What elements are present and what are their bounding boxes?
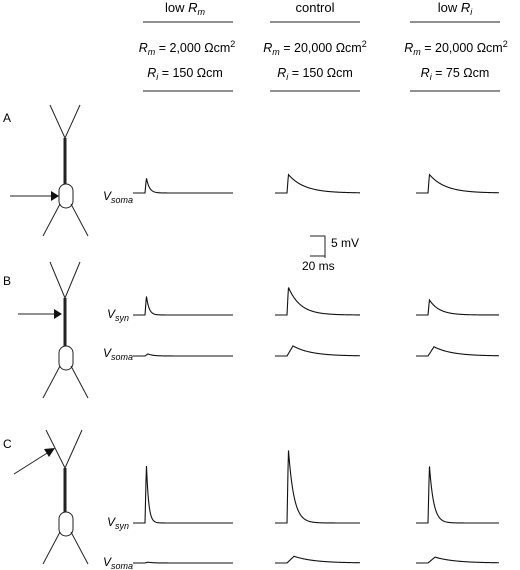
svg-text:control: control [295,0,334,15]
svg-text:Ri = 75 Ωcm: Ri = 75 Ωcm [421,66,490,82]
param-ri-col2: Ri = 150 Ωcm [277,66,353,82]
svg-text:Rm = 20,000 Ωcm2: Rm = 20,000 Ωcm2 [263,39,367,57]
header-rules [143,21,500,92]
scale-bar-time: 20 ms [302,259,335,273]
trace-a-soma-control [275,173,361,194]
param-rm-col2: Rm = 20,000 Ωcm2 [263,39,367,57]
trace-label-b-vsoma: Vsoma [103,346,133,362]
svg-text:Vsoma: Vsoma [103,555,133,570]
svg-text:Vsyn: Vsyn [107,515,129,531]
column-header-low-ri: low Ri [438,0,474,17]
panel-label-a: A [3,111,11,125]
trace-label-c-vsyn: Vsyn [107,515,129,531]
column-header-low-rm: low Rm [165,0,206,17]
trace-b-soma-low-ri [416,346,500,357]
trace-c-syn-low-rm [133,465,233,524]
neuron-diagram-a [10,104,89,237]
svg-text:Vsyn: Vsyn [107,307,129,323]
trace-a-soma-low-ri [416,173,500,194]
trace-c-syn-control [275,450,360,524]
param-ri-col1: Ri = 150 Ωcm [147,66,223,82]
svg-text:Rm = 2,000 Ωcm2: Rm = 2,000 Ωcm2 [139,39,236,57]
trace-label-a-vsoma: Vsoma [103,189,133,205]
synapse-marker-icon [44,448,55,457]
svg-text:low Rm: low Rm [165,0,206,17]
trace-b-soma-low-rm [133,353,233,357]
trace-b-syn-control [275,287,360,316]
voltage-traces [133,173,500,564]
param-rm-col3: Rm = 20,000 Ωcm2 [404,39,508,57]
svg-text:Rm = 20,000 Ωcm2: Rm = 20,000 Ωcm2 [404,39,508,57]
trace-c-soma-control [275,555,360,564]
scale-bar-voltage: 5 mV [331,236,359,250]
svg-text:Ri = 150 Ωcm: Ri = 150 Ωcm [147,66,223,82]
neuron-diagram-b [18,261,89,399]
column-header-control: control [295,0,334,15]
neuron-diagram-c [13,429,89,565]
param-ri-col3: Ri = 75 Ωcm [421,66,490,82]
svg-text:Vsoma: Vsoma [103,346,133,362]
synapse-marker-icon [54,309,62,319]
trace-b-syn-low-ri [416,298,500,316]
svg-text:low Ri: low Ri [438,0,474,17]
trace-b-soma-control [275,345,361,357]
trace-label-b-vsyn: Vsyn [107,307,129,323]
trace-label-c-vsoma: Vsoma [103,555,133,570]
param-rm-col1: Rm = 2,000 Ωcm2 [139,39,236,57]
trace-b-syn-low-rm [133,296,233,316]
trace-a-soma-low-rm [133,178,233,194]
svg-text:Ri = 150 Ωcm: Ri = 150 Ωcm [277,66,353,82]
trace-c-soma-low-rm [133,561,233,564]
scale-bar: 5 mV 20 ms [302,235,359,273]
panel-label-c: C [3,437,12,451]
trace-c-syn-low-ri [416,466,499,524]
svg-text:Vsoma: Vsoma [103,189,133,205]
panel-label-b: B [3,274,11,288]
synapse-marker-icon [51,191,59,201]
trace-c-soma-low-ri [416,556,500,564]
